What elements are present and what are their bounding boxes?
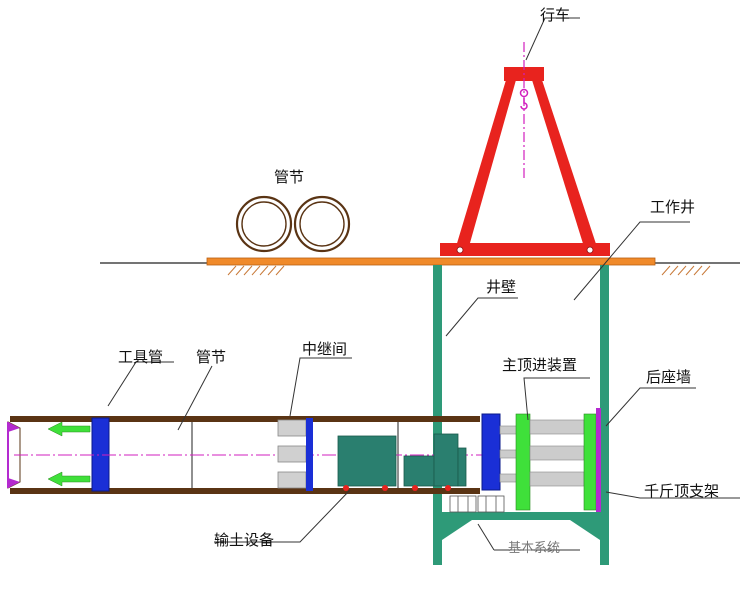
intermediate-jack-station (277, 418, 313, 491)
working-shaft (433, 265, 609, 565)
label-main-jacking-device: 主顶进装置 (502, 356, 577, 374)
crane-gantry (440, 67, 610, 256)
tool-pipe-jacks (47, 421, 91, 487)
crane-hook-icon (519, 88, 529, 110)
base-guide-rail (449, 495, 505, 513)
label-crane: 行车 (540, 6, 570, 24)
stored-pipe-segments (235, 195, 351, 253)
ground-hatch-left (227, 265, 285, 276)
main-jacking-device (499, 413, 597, 511)
label-pipe-segments-top: 管节 (274, 168, 304, 186)
label-base-system: 基本系统 (508, 541, 560, 556)
label-soil-conveying: 输土设备 (214, 531, 274, 549)
ground-plate (206, 257, 656, 266)
ground-hatch-right (661, 265, 711, 276)
leader-lines (107, 17, 740, 551)
label-jack-support: 千斤顶支架 (644, 482, 719, 500)
label-back-wall: 后座墙 (646, 368, 691, 386)
label-pipe-segment: 管节 (196, 348, 226, 366)
soil-conveying-machine (337, 433, 467, 487)
label-intermediate-jack: 中继间 (302, 340, 347, 358)
soil-conveying-wheels (343, 485, 451, 491)
label-tool-pipe: 工具管 (118, 348, 163, 366)
back-wall (596, 408, 601, 512)
pipe-end-ring (481, 413, 501, 491)
label-working-shaft: 工作井 (650, 198, 695, 216)
label-shaft-wall: 井壁 (486, 278, 516, 296)
